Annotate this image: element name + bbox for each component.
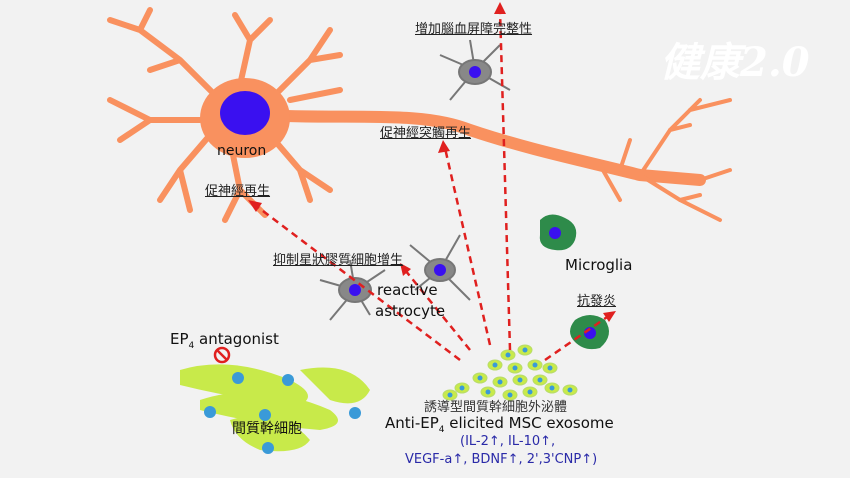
label-bbb: 增加腦血屏障完整性 bbox=[415, 22, 533, 37]
exosome-core bbox=[477, 375, 483, 381]
exosome-core bbox=[522, 347, 528, 353]
label-ep4-antagonist: EP4 antagonist bbox=[170, 330, 279, 351]
label-msc: 間質幹細胞 bbox=[232, 421, 302, 437]
exosome-core bbox=[512, 365, 518, 371]
label-cytokines-2: VEGF-a↑, BDNF↑, 2',3'CNP↑) bbox=[405, 452, 598, 467]
exosome-core bbox=[507, 392, 513, 398]
exosome-core bbox=[497, 379, 503, 385]
arrowheads bbox=[248, 2, 616, 322]
exosome-core bbox=[505, 352, 511, 358]
label-nerve: 促神經再生 bbox=[205, 184, 271, 199]
no-symbol-icon bbox=[213, 346, 231, 364]
logo: 健康2.0 bbox=[660, 39, 810, 86]
exosome-core bbox=[549, 385, 555, 391]
microglia bbox=[539, 214, 609, 350]
msc-cells bbox=[180, 364, 370, 454]
astrocyte-top bbox=[439, 39, 511, 101]
label-synapse: 促神經突觸再生 bbox=[380, 126, 472, 141]
exosome-core bbox=[492, 362, 498, 368]
exosome-core bbox=[527, 389, 533, 395]
label-anti-inflam: 抗發炎 bbox=[577, 294, 617, 309]
arrows bbox=[254, 9, 611, 362]
exosomes bbox=[442, 344, 578, 401]
exosome-core bbox=[447, 392, 453, 398]
label-astro-inhibit: 抑制星狀膠質細胞增生 bbox=[273, 253, 404, 268]
label-neuron: neuron bbox=[217, 143, 267, 159]
exosome-core bbox=[532, 362, 538, 368]
label-exosome-cn: 誘導型間質幹細胞外泌體 bbox=[424, 400, 568, 415]
label-cytokines-1: (IL-2↑, IL-10↑, bbox=[460, 434, 556, 449]
exosome-core bbox=[567, 387, 573, 393]
exosome-core bbox=[547, 365, 553, 371]
label-exosome-en: Anti-EP4 elicited MSC exosome bbox=[385, 414, 614, 435]
exosome-core bbox=[485, 389, 491, 395]
exosome-core bbox=[517, 377, 523, 383]
neuron bbox=[107, 7, 732, 223]
exosome-core bbox=[537, 377, 543, 383]
astrocyte-reactive-2 bbox=[409, 234, 471, 301]
label-reactive: reactive bbox=[377, 281, 438, 299]
label-microglia: Microglia bbox=[565, 256, 633, 274]
astrocyte-reactive-1 bbox=[319, 259, 386, 321]
label-astrocyte: astrocyte bbox=[375, 302, 446, 320]
neuron-nucleus bbox=[220, 91, 270, 135]
exosome-core bbox=[459, 385, 465, 391]
